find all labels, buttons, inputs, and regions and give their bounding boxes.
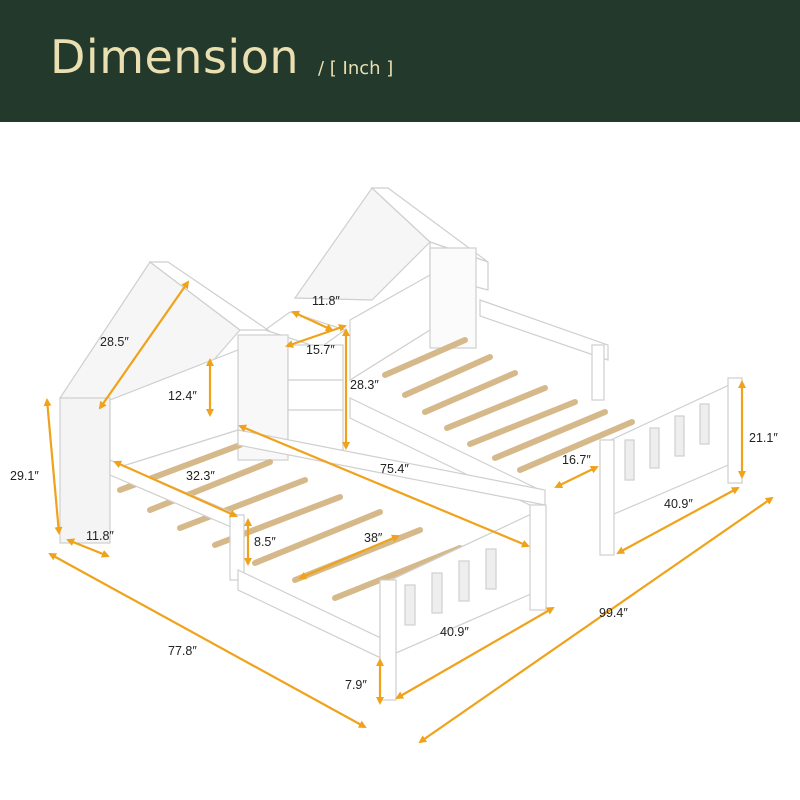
label-right-bed-width: 40.9″ (664, 497, 693, 511)
label-overall-width: 99.4″ (599, 606, 628, 620)
left-house-post (59, 397, 111, 544)
right-footboard-bars (624, 403, 710, 481)
left-guard-post (229, 514, 245, 581)
right-slats (382, 337, 635, 473)
page-title: Dimension (50, 30, 300, 84)
label-left-bed-width: 40.9″ (440, 625, 469, 639)
right-foot-post-b (727, 377, 743, 484)
left-roof-side (148, 261, 270, 331)
dimension-arrows (43, 280, 774, 744)
right-foot-post-a (599, 439, 615, 556)
arrow-side-rail (113, 460, 238, 518)
label-footboard-height: 21.1″ (749, 431, 778, 445)
label-roof-slope: 28.5″ (100, 335, 129, 349)
arrow-shelf-width (285, 324, 347, 348)
right-guardrail (479, 299, 609, 361)
left-foot-post-a (379, 579, 397, 701)
label-headboard-gap: 12.4″ (168, 389, 197, 403)
header-banner: Dimension / [ Inch ] (0, 0, 800, 122)
left-foot-post-b (529, 504, 547, 611)
dimension-diagram: 28.5″ 11.8″ 15.7″ 12.4″ 28.3″ 29.1″ 32.3… (0, 122, 800, 800)
arrow-slat-length (298, 534, 400, 580)
arrow-roof-slope (98, 280, 190, 410)
label-shelf-width: 15.7″ (306, 343, 335, 357)
left-front-rail (237, 569, 386, 661)
label-overall-length: 77.8″ (168, 644, 197, 658)
right-post (429, 247, 477, 349)
label-shelf-depth: 11.8″ (312, 294, 340, 308)
label-front-depth: 11.8″ (86, 529, 114, 543)
label-rail-gap: 16.7″ (562, 453, 591, 467)
right-guard-post (591, 344, 605, 401)
arrow-overall-width (418, 496, 774, 744)
label-headboard-height: 29.1″ (10, 469, 39, 483)
label-bed-length-inner: 75.4″ (380, 462, 409, 476)
arrow-headboard-height (43, 398, 63, 535)
label-shelf-height: 28.3″ (350, 378, 379, 392)
label-side-rail-inner: 32.3″ (186, 469, 215, 483)
label-rail-height: 8.5″ (254, 535, 276, 549)
label-slat-length: 38″ (364, 531, 383, 545)
unit-label: / [ Inch ] (318, 58, 394, 79)
label-leg-height: 7.9″ (345, 678, 367, 692)
arrow-overall-length (48, 553, 367, 728)
bed-illustration (43, 187, 774, 744)
arrow-rail-gap (554, 466, 599, 488)
